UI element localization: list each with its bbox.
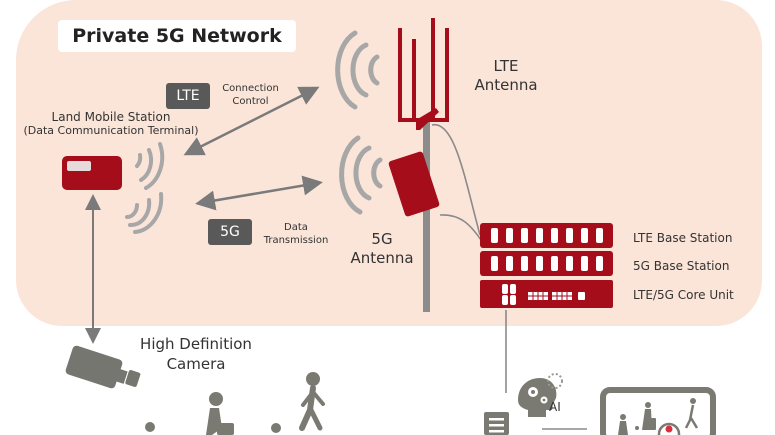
terminal-signal-icon [125, 142, 165, 234]
lte-antenna-cable [431, 124, 481, 236]
5g-antenna-icon [388, 151, 440, 217]
hd-camera-label: High Definition Camera [126, 334, 266, 374]
5g-antenna-label: 5G Antenna [342, 230, 422, 268]
person-with-luggage-icon [206, 392, 234, 435]
label-line: Control [232, 96, 269, 107]
label-line: 5G [371, 230, 393, 248]
label-line: Antenna [350, 249, 414, 267]
core-unit-icon [480, 280, 613, 308]
badge-text: 5G [220, 224, 240, 240]
server-icon [484, 412, 509, 435]
core-unit-label: LTE/5G Core Unit [633, 288, 734, 302]
lte-antenna-signal-icon [335, 30, 380, 110]
terminal-icon [62, 156, 122, 190]
label-line: Camera [166, 355, 226, 373]
5g-base-station-icon [480, 251, 613, 276]
label-line: Data [284, 222, 308, 233]
5g-badge: 5G [208, 219, 252, 245]
lte-antenna-icon [398, 18, 449, 130]
label-line: LTE [493, 57, 519, 75]
connection-control-arrow [183, 86, 320, 156]
label-line: Land Mobile Station [51, 110, 171, 124]
walking-person-icon [299, 372, 325, 431]
camera-icon [65, 345, 141, 389]
label-line: Transmission [263, 235, 329, 246]
lte-antenna-label: LTE Antenna [466, 57, 546, 95]
5g-antenna-cable [439, 214, 482, 241]
antenna-mast [423, 120, 430, 312]
ai-label: AI [549, 400, 561, 414]
monitor-icon [600, 387, 716, 435]
label-line: Antenna [474, 76, 538, 94]
lte-badge: LTE [166, 83, 210, 109]
label-line: Connection [222, 83, 279, 94]
label-line: High Definition [140, 335, 252, 353]
badge-text: LTE [176, 88, 200, 104]
dot [271, 423, 281, 433]
lte-base-station-label: LTE Base Station [633, 231, 733, 245]
diagram-title: Private 5G Network [58, 20, 296, 52]
label-line: (Data Communication Terminal) [23, 124, 199, 137]
data-transmission-label: Data Transmission [256, 221, 336, 247]
connection-control-label: Connection Control [213, 82, 288, 108]
5g-base-station-label: 5G Base Station [633, 259, 730, 273]
land-mobile-station-label: Land Mobile Station (Data Communication … [16, 110, 206, 138]
dot [145, 422, 155, 432]
title-text: Private 5G Network [72, 25, 282, 47]
ai-head-icon [518, 373, 563, 417]
data-transmission-arrow [195, 175, 323, 211]
lte-base-station-icon [480, 223, 613, 248]
5g-antenna-signal-icon [339, 135, 383, 215]
